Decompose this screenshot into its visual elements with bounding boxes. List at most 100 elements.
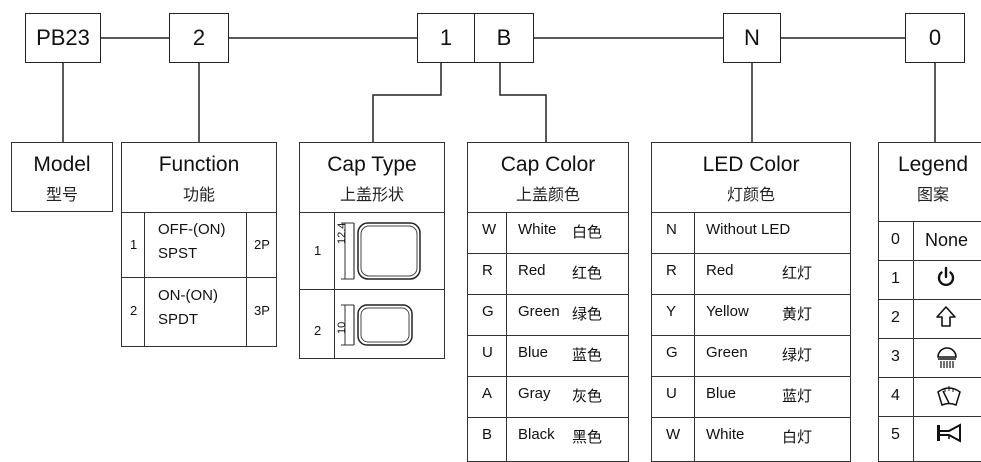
- divider: [879, 299, 981, 300]
- cap-color-name: Green: [518, 303, 560, 320]
- code-box-led-color: N: [723, 13, 781, 63]
- code-box-legend: 0: [905, 13, 965, 63]
- cap-type-title: Cap Type: [327, 153, 417, 176]
- code-cap-color: B: [496, 25, 512, 50]
- legend-label: None: [925, 230, 969, 250]
- function-code-2: 2: [130, 303, 138, 318]
- cap-color-code: G: [482, 303, 494, 320]
- divider: [652, 212, 850, 213]
- legend-title: Legend: [897, 153, 969, 176]
- divider: [468, 335, 628, 336]
- led-color-code: N: [666, 221, 677, 238]
- dome-light-icon: [935, 344, 959, 370]
- cap-color-cn-name: 黑色: [572, 428, 603, 446]
- led-color-name: White: [706, 426, 745, 443]
- code-box-cap-type: 1: [417, 13, 475, 63]
- code-model: PB23: [36, 25, 90, 50]
- divider: [879, 260, 981, 261]
- divider: [334, 212, 335, 358]
- cap-color-cn-name: 白色: [572, 223, 603, 241]
- cap-color-code: B: [482, 426, 493, 443]
- led-color-code: G: [666, 344, 678, 361]
- led-color-cn-name: 红灯: [782, 264, 813, 282]
- divider: [879, 221, 981, 222]
- code-box-cap-color: B: [474, 13, 534, 63]
- divider: [246, 212, 247, 346]
- cap-color-name: Red: [518, 262, 546, 279]
- model-panel: Model 型号: [11, 142, 113, 212]
- legend-code: 4: [891, 387, 900, 404]
- divider: [144, 212, 145, 346]
- legend-code: 1: [891, 270, 900, 287]
- divider: [652, 335, 850, 336]
- cap-color-code: U: [482, 344, 493, 361]
- divider: [694, 212, 695, 461]
- cap-color-name: Gray: [518, 385, 551, 402]
- divider: [468, 376, 628, 377]
- cap-color-subtitle: 上盖颜色: [515, 185, 580, 204]
- cap-color-cn-name: 红色: [572, 264, 603, 282]
- cap-type-code-1: 1: [314, 243, 322, 258]
- code-cap-type: 1: [439, 25, 453, 50]
- legend-code: 2: [891, 309, 900, 326]
- cap-type-dim-1: 12.4: [336, 222, 348, 244]
- wiper-icon: [935, 383, 963, 409]
- cap-color-name: Blue: [518, 344, 549, 361]
- led-color-name: Red: [706, 262, 734, 279]
- function-type-2: SPDT: [158, 311, 199, 328]
- function-pole-1: 2P: [254, 237, 270, 252]
- model-title: Model: [33, 153, 91, 176]
- power-icon: [935, 266, 957, 288]
- function-mode-2: ON-(ON): [158, 287, 218, 304]
- divider: [652, 376, 850, 377]
- led-color-cn-name: 蓝灯: [782, 387, 813, 405]
- function-panel: Function 功能 1 OFF-(ON) SPST 2P 2 ON-(ON)…: [121, 142, 277, 347]
- led-color-cn-name: 白灯: [782, 428, 813, 446]
- led-color-name: Without LED: [706, 221, 791, 238]
- cap-color-title: Cap Color: [500, 153, 596, 176]
- code-box-model: PB23: [25, 13, 101, 63]
- function-mode-1: OFF-(ON): [158, 221, 226, 238]
- model-subtitle: 型号: [45, 185, 78, 204]
- led-color-name: Green: [706, 344, 748, 361]
- code-function: 2: [192, 25, 206, 50]
- divider: [300, 212, 444, 213]
- divider: [879, 338, 981, 339]
- divider: [652, 253, 850, 254]
- led-color-title: LED Color: [702, 153, 800, 176]
- cap-color-name: Black: [518, 426, 555, 443]
- legend-subtitle: 图案: [916, 185, 949, 204]
- led-color-cn-name: 绿灯: [782, 346, 813, 364]
- led-color-code: Y: [666, 303, 677, 320]
- legend-code: 0: [891, 231, 900, 248]
- divider: [122, 212, 276, 213]
- divider: [122, 277, 276, 278]
- divider: [468, 253, 628, 254]
- code-legend: 0: [928, 25, 942, 50]
- function-type-1: SPST: [158, 245, 198, 262]
- function-subtitle: 功能: [182, 185, 215, 204]
- led-color-name: Yellow: [706, 303, 749, 320]
- cap-type-subtitle: 上盖形状: [339, 185, 404, 204]
- cap-type-panel: Cap Type 上盖形状 1 2 12.4 10: [299, 142, 445, 359]
- divider: [468, 212, 628, 213]
- code-box-function: 2: [169, 13, 229, 63]
- divider: [468, 294, 628, 295]
- divider: [300, 289, 444, 290]
- cap-color-cn-name: 灰色: [572, 387, 603, 405]
- cap-type-dim-2: 10: [336, 321, 348, 334]
- cap-color-code: W: [482, 221, 497, 238]
- divider: [468, 417, 628, 418]
- divider: [652, 417, 850, 418]
- cap-type-code-2: 2: [314, 323, 322, 338]
- led-color-subtitle: 灯颜色: [726, 185, 775, 204]
- cap-shape-small-icon: [341, 304, 413, 346]
- divider: [506, 212, 507, 461]
- led-color-name: Blue: [706, 385, 737, 402]
- led-color-cn-name: 黄灯: [782, 305, 813, 323]
- horn-icon: [935, 422, 963, 444]
- cap-shape-large-icon: [341, 222, 421, 280]
